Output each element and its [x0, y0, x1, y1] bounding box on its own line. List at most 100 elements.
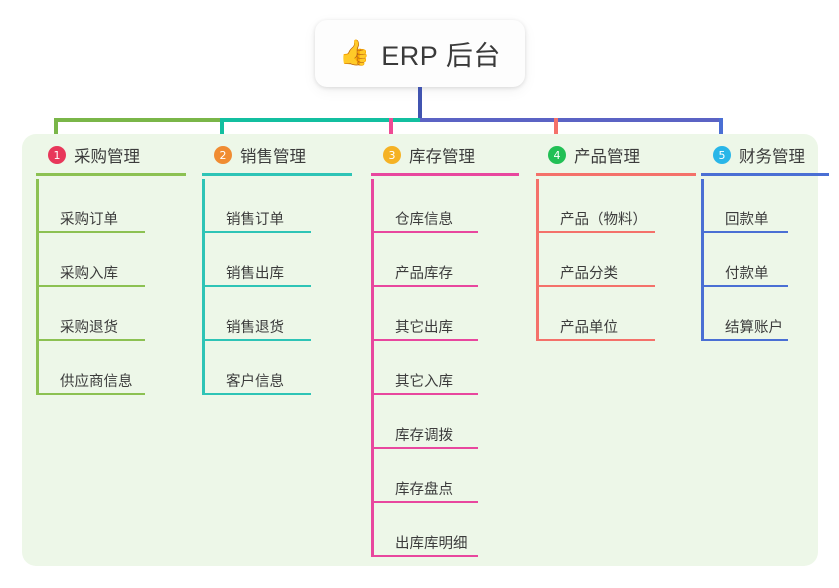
leaf-node[interactable]: 采购订单 — [36, 179, 186, 233]
branch-title: 销售管理 — [240, 148, 306, 166]
leaf-label: 客户信息 — [226, 374, 284, 391]
root-node[interactable]: 👍 ERP 后台 — [315, 20, 525, 87]
leaf-underline — [39, 393, 145, 395]
branch-title: 产品管理 — [574, 148, 640, 166]
leaf-node[interactable]: 其它出库 — [371, 287, 519, 341]
root-stem — [418, 87, 422, 122]
leaf-label: 产品分类 — [560, 266, 618, 283]
leaf-underline — [374, 447, 478, 449]
branch-header-4[interactable]: 4 产品管理 — [536, 140, 696, 176]
leaf-node[interactable]: 仓库信息 — [371, 179, 519, 233]
leaf-spine — [371, 179, 374, 557]
leaf-node[interactable]: 付款单 — [701, 233, 829, 287]
leaf-spine — [536, 179, 539, 341]
leaf-spine — [36, 179, 39, 395]
leaf-underline — [374, 231, 478, 233]
branch-number-badge: 2 — [214, 146, 232, 164]
leaf-underline — [205, 393, 311, 395]
leaf-list: 销售订单销售出库销售退货客户信息 — [202, 179, 352, 395]
leaf-node[interactable]: 产品分类 — [536, 233, 696, 287]
leaf-label: 采购订单 — [60, 212, 118, 229]
branch-underline — [36, 173, 186, 176]
leaf-underline — [374, 501, 478, 503]
connector-drop-5 — [719, 118, 723, 144]
branch-number-badge: 1 — [48, 146, 66, 164]
branch-column-3: 3 库存管理仓库信息产品库存其它出库其它入库库存调拨库存盘点出库库明细 — [371, 140, 519, 557]
hbar-teal — [220, 118, 420, 122]
branch-header-1[interactable]: 1 采购管理 — [36, 140, 186, 176]
leaf-label: 回款单 — [725, 212, 769, 229]
branch-number-badge: 4 — [548, 146, 566, 164]
leaf-underline — [704, 231, 788, 233]
leaf-underline — [39, 285, 145, 287]
leaf-label: 出库库明细 — [395, 536, 468, 553]
leaf-list: 产品（物料） 产品分类产品单位 — [536, 179, 696, 341]
connector-drop-4 — [554, 118, 558, 144]
branch-underline — [202, 173, 352, 176]
leaf-label: 其它出库 — [395, 320, 453, 337]
branch-number-badge: 3 — [383, 146, 401, 164]
leaf-list: 采购订单采购入库采购退货供应商信息 — [36, 179, 186, 395]
leaf-label: 销售退货 — [226, 320, 284, 337]
leaf-underline — [374, 285, 478, 287]
leaf-label: 销售订单 — [226, 212, 284, 229]
leaf-label: 库存盘点 — [395, 482, 453, 499]
leaf-node[interactable]: 产品单位 — [536, 287, 696, 341]
leaf-label: 产品单位 — [560, 320, 618, 337]
leaf-node[interactable]: 出库库明细 — [371, 503, 519, 557]
branch-title: 采购管理 — [74, 148, 140, 166]
leaf-node[interactable]: 产品库存 — [371, 233, 519, 287]
leaf-underline — [39, 231, 145, 233]
root-title: ERP 后台 — [381, 41, 501, 71]
branch-title: 库存管理 — [409, 148, 475, 166]
leaf-label: 销售出库 — [226, 266, 284, 283]
leaf-underline — [704, 285, 788, 287]
connector-drop-3 — [389, 118, 393, 144]
leaf-node[interactable]: 采购退货 — [36, 287, 186, 341]
branch-header-2[interactable]: 2 销售管理 — [202, 140, 352, 176]
leaf-label: 仓库信息 — [395, 212, 453, 229]
leaf-label: 采购入库 — [60, 266, 118, 283]
leaf-label: 产品（物料） — [560, 212, 647, 229]
branch-column-1: 1 采购管理采购订单采购入库采购退货供应商信息 — [36, 140, 186, 395]
leaf-underline — [39, 339, 145, 341]
connector-drop-1 — [54, 118, 58, 144]
leaf-label: 其它入库 — [395, 374, 453, 391]
branch-header-3[interactable]: 3 库存管理 — [371, 140, 519, 176]
branch-title: 财务管理 — [739, 148, 805, 166]
leaf-underline — [374, 555, 478, 557]
leaf-underline — [374, 393, 478, 395]
leaf-underline — [374, 339, 478, 341]
leaf-underline — [539, 285, 655, 287]
branch-column-4: 4 产品管理产品（物料） 产品分类产品单位 — [536, 140, 696, 341]
leaf-underline — [539, 339, 655, 341]
leaf-underline — [205, 285, 311, 287]
leaf-spine — [701, 179, 704, 341]
leaf-node[interactable]: 销售退货 — [202, 287, 352, 341]
leaf-node[interactable]: 供应商信息 — [36, 341, 186, 395]
leaf-label: 采购退货 — [60, 320, 118, 337]
leaf-node[interactable]: 结算账户 — [701, 287, 829, 341]
leaf-node[interactable]: 销售订单 — [202, 179, 352, 233]
leaf-label: 库存调拨 — [395, 428, 453, 445]
leaf-node[interactable]: 客户信息 — [202, 341, 352, 395]
leaf-node[interactable]: 回款单 — [701, 179, 829, 233]
leaf-node[interactable]: 采购入库 — [36, 233, 186, 287]
leaf-node[interactable]: 库存调拨 — [371, 395, 519, 449]
connector-drop-2 — [220, 118, 224, 144]
leaf-node[interactable]: 库存盘点 — [371, 449, 519, 503]
branch-underline — [701, 173, 829, 176]
leaf-label: 产品库存 — [395, 266, 453, 283]
branch-number-badge: 5 — [713, 146, 731, 164]
branch-column-5: 5 财务管理回款单付款单结算账户 — [701, 140, 829, 341]
leaf-label: 供应商信息 — [60, 374, 133, 391]
branch-column-2: 2 销售管理销售订单销售出库销售退货客户信息 — [202, 140, 352, 395]
branch-header-5[interactable]: 5 财务管理 — [701, 140, 829, 176]
leaf-node[interactable]: 其它入库 — [371, 341, 519, 395]
leaf-node[interactable]: 产品（物料） — [536, 179, 696, 233]
leaf-label: 付款单 — [725, 266, 769, 283]
leaf-node[interactable]: 销售出库 — [202, 233, 352, 287]
leaf-underline — [205, 339, 311, 341]
branch-underline — [536, 173, 696, 176]
